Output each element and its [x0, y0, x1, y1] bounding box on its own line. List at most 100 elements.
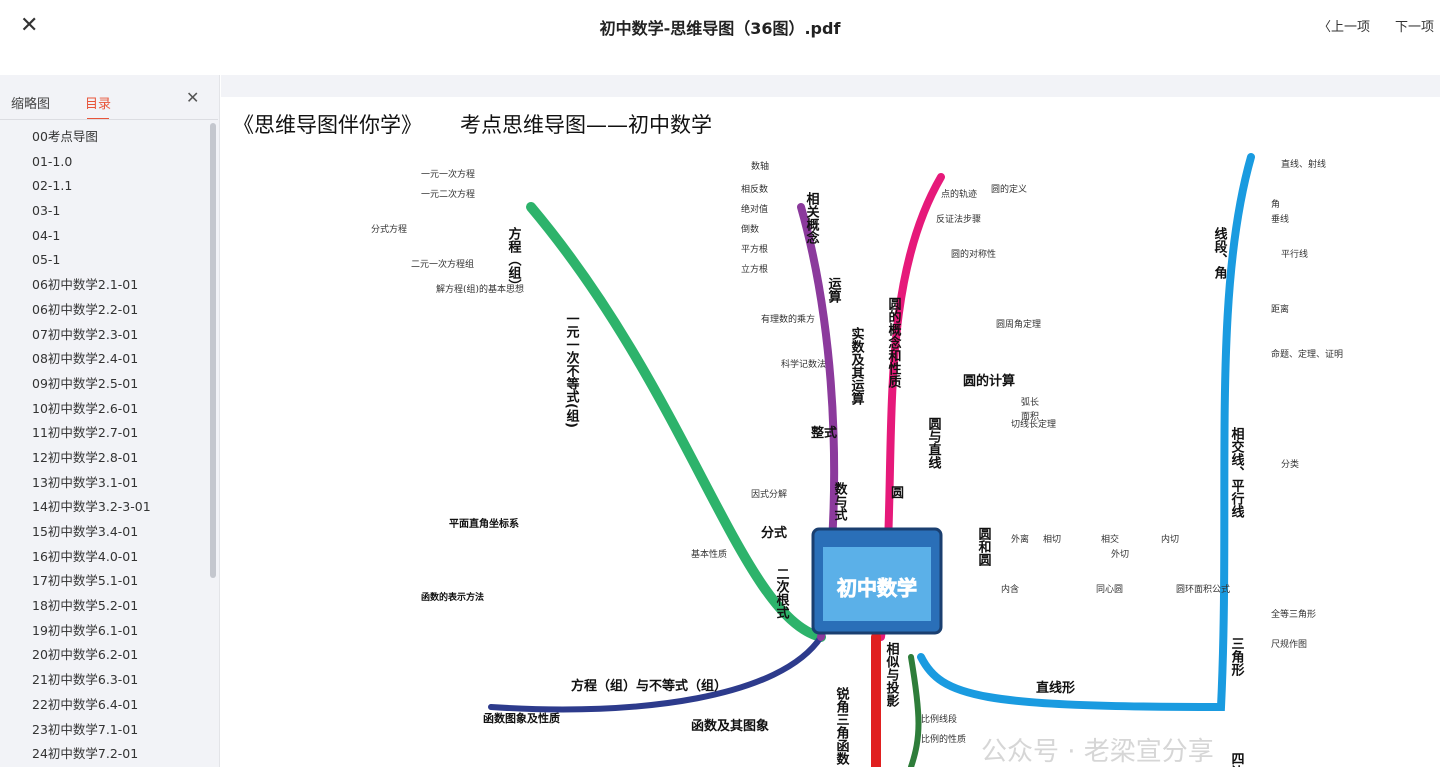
label-circle-line: 圆与直线: [926, 417, 942, 470]
toc-item[interactable]: 22初中数学6.4-01: [32, 696, 139, 712]
label-integral: 整式: [810, 425, 837, 441]
label-similar: 相似与投影: [884, 641, 901, 708]
toc-item[interactable]: 01-1.0: [32, 153, 73, 169]
leaf-node: 面积: [1021, 410, 1039, 422]
toc-item[interactable]: 19初中数学6.1-01: [32, 622, 139, 638]
scrollbar[interactable]: [210, 123, 216, 578]
toc-item[interactable]: 11初中数学2.7-01: [32, 425, 139, 441]
branch-function: [488, 634, 824, 713]
leaf-node: 切线长定理: [1011, 418, 1056, 430]
leaf-node: 圆周角定理: [996, 318, 1041, 330]
leaf-node: 尺规作图: [1271, 638, 1307, 650]
toc-item[interactable]: 05-1: [32, 252, 61, 268]
label-triangle: 三角形: [1229, 637, 1245, 677]
toc-item[interactable]: 10初中数学2.6-01: [32, 400, 139, 416]
leaf-node: 点的轨迹: [941, 188, 977, 200]
pdf-page: 《思维导图伴你学》考点思维导图——初中数学 一元一次方程一元二次方程分式方程二元…: [221, 97, 1440, 767]
leaf-node: 一元一次方程: [421, 168, 475, 180]
label-function: 函数及其图象: [691, 718, 769, 734]
label-ineq: 一元一次不等式(组): [564, 312, 581, 428]
branch-trig: [908, 654, 922, 767]
leaf-node: 圆的对称性: [951, 248, 996, 260]
toc-item[interactable]: 20初中数学6.2-01: [32, 647, 139, 663]
leaf-node: 圆环面积公式: [1176, 583, 1230, 595]
leaf-node: 倒数: [741, 223, 759, 235]
leaf-node: 因式分解: [751, 488, 787, 500]
center-logo: 初中数学: [811, 527, 943, 635]
branch-straight: [917, 153, 1255, 712]
leaf-node: 垂线: [1271, 213, 1289, 225]
next-item-button[interactable]: 下一项: [1395, 20, 1435, 35]
leaf-node: 比例的性质: [921, 733, 966, 745]
label-parallel: 相交线、平行线: [1229, 426, 1246, 519]
label-concepts: 相关概念: [804, 191, 820, 245]
leaf-node: 科学记数法: [781, 358, 826, 370]
leaf-node: 外离: [1011, 533, 1029, 545]
leaf-node: 全等三角形: [1271, 608, 1316, 620]
tab-toc[interactable]: 目录: [85, 93, 111, 120]
toc-item[interactable]: 04-1: [32, 227, 61, 243]
label-equation: 方程（组）与不等式（组）: [571, 678, 727, 694]
toc-item[interactable]: 03-1: [32, 203, 61, 219]
center-title: 初中数学: [837, 576, 917, 600]
label-real: 实数及其运算: [849, 326, 865, 406]
label-func-props: 函数图象及性质: [483, 711, 560, 725]
toc-list: 00考点导图 01-1.0 02-1.1 03-1 04-1 05-1 06初中数学2.1-…: [0, 125, 206, 767]
toc-item[interactable]: 18初中数学5.2-01: [32, 598, 139, 614]
toc-item[interactable]: 09初中数学2.5-01: [32, 375, 139, 391]
toc-item[interactable]: 17初中数学5.1-01: [32, 573, 139, 589]
leaf-node: 外切: [1111, 548, 1129, 560]
leaf-node: 平行线: [1281, 248, 1308, 260]
page-heading: 《思维导图伴你学》考点思维导图——初中数学: [233, 113, 712, 137]
leaf-node: 比例线段: [921, 713, 957, 725]
label-eq: 方程（组）: [506, 226, 523, 292]
leaf-node: 分式方程: [371, 223, 407, 235]
label-number: 数与式: [832, 481, 848, 522]
watermark: 公众号 · 老梁宣分享: [981, 737, 1214, 767]
leaf-node: 圆的定义: [991, 183, 1027, 195]
label-trig: 锐角三角函数: [834, 686, 850, 766]
leaf-node: 内切: [1161, 533, 1179, 545]
branch-equation: [526, 202, 826, 642]
label-straight: 直线形: [1036, 680, 1075, 696]
toc-item[interactable]: 21初中数学6.3-01: [32, 672, 139, 688]
toc-item[interactable]: 00考点导图: [32, 129, 98, 144]
leaf-node: 同心圆: [1096, 584, 1123, 595]
leaf-node: 角: [1271, 198, 1280, 210]
toc-item[interactable]: 07初中数学2.3-01: [32, 326, 139, 342]
tab-thumbnails[interactable]: 缩略图: [11, 97, 51, 112]
leaf-node: 数轴: [751, 160, 769, 172]
chevron-left-icon: 〈: [1318, 20, 1332, 35]
toc-item[interactable]: 12初中数学2.8-01: [32, 449, 139, 465]
leaf-node: 分类: [1281, 458, 1299, 470]
prev-item-button[interactable]: 〈上一项: [1318, 20, 1371, 35]
label-circle-calc: 圆的计算: [963, 373, 1015, 389]
page-gutter: [221, 75, 1440, 97]
toc-item[interactable]: 06初中数学2.1-01: [32, 277, 139, 293]
leaf-node: 内含: [1001, 583, 1019, 595]
toc-item[interactable]: 06初中数学2.2-01: [32, 301, 139, 317]
leaf-node: 相交: [1101, 533, 1119, 545]
toc-item[interactable]: 08初中数学2.4-01: [32, 351, 139, 367]
leaf-node: 有理数的乘方: [761, 313, 815, 325]
document-title: 初中数学-思维导图（36图）.pdf: [599, 19, 841, 38]
label-fraction: 分式: [761, 525, 787, 541]
toc-item[interactable]: 15初中数学3.4-01: [32, 524, 139, 539]
leaf-node: 绝对值: [741, 203, 768, 215]
label-rep: 函数的表示方法: [421, 591, 484, 603]
leaf-node: 反证法步骤: [936, 213, 981, 225]
toc-item[interactable]: 02-1.1: [32, 178, 73, 194]
label-quad: 四边形: [1229, 752, 1246, 767]
toc-item[interactable]: 14初中数学3.2-3-01: [32, 499, 151, 515]
toc-item[interactable]: 24初中数学7.2-01: [32, 746, 139, 762]
toc-item[interactable]: 16初中数学4.0-01: [32, 548, 139, 564]
leaf-node: 解方程(组)的基本思想: [436, 283, 524, 295]
leaf-node: 相反数: [741, 183, 768, 195]
toc-item[interactable]: 13初中数学3.1-01: [32, 474, 139, 490]
close-icon[interactable]: ✕: [20, 13, 39, 38]
leaf-node: 平方根: [741, 243, 768, 255]
close-sidebar-icon[interactable]: ✕: [186, 88, 200, 107]
toc-item[interactable]: 23初中数学7.1-01: [32, 721, 139, 737]
label-circle: 圆: [891, 486, 904, 501]
